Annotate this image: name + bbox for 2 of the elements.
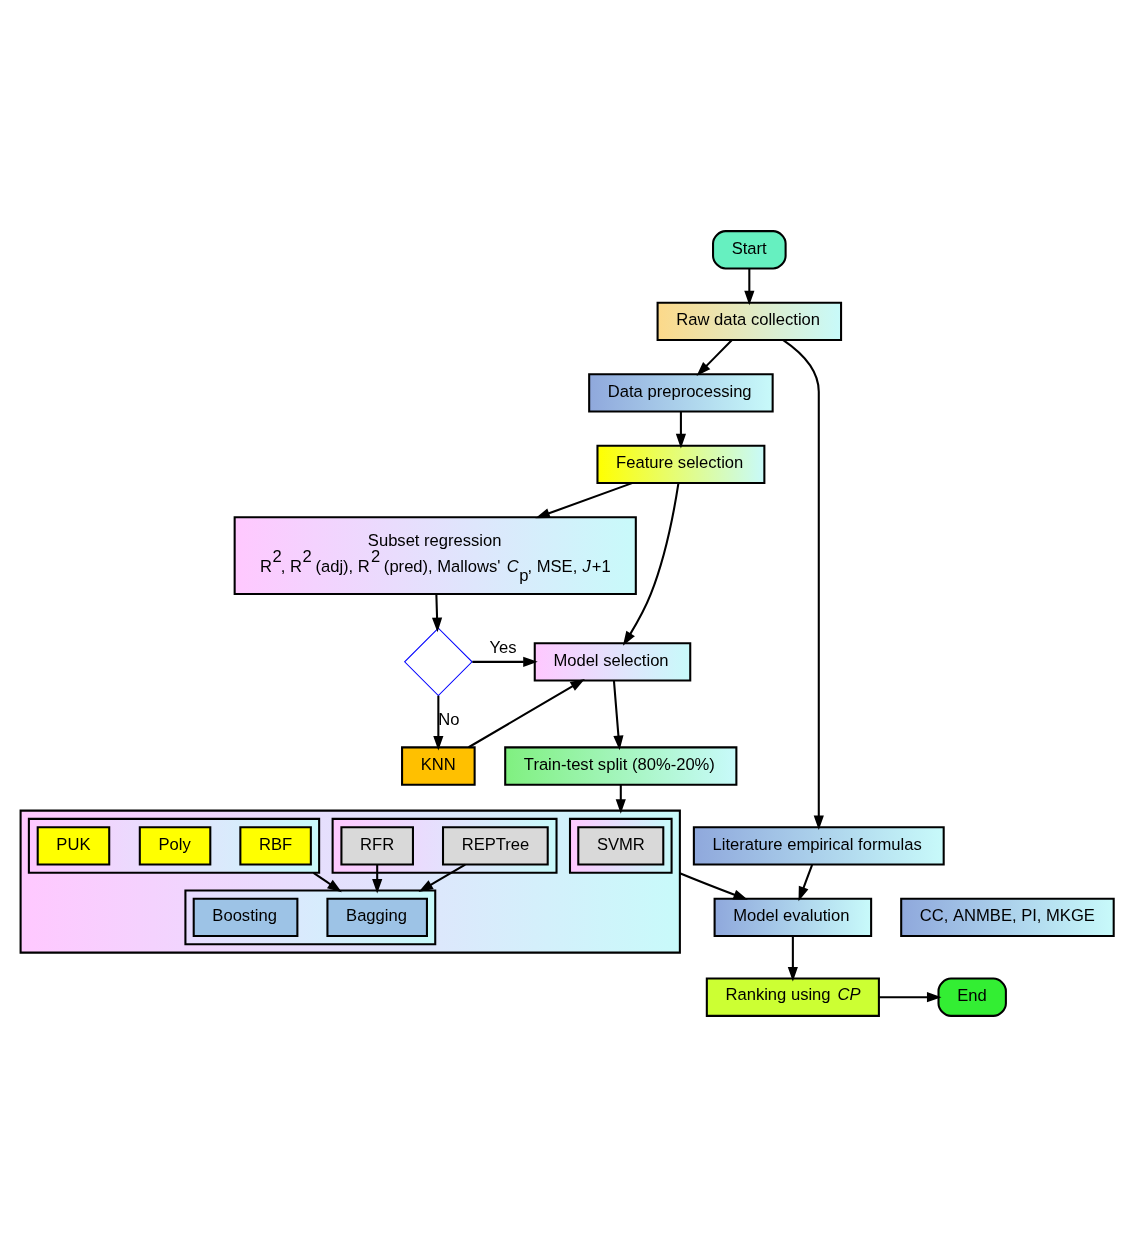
edge-label: Yes <box>489 637 517 657</box>
edge-label: No <box>438 709 460 729</box>
